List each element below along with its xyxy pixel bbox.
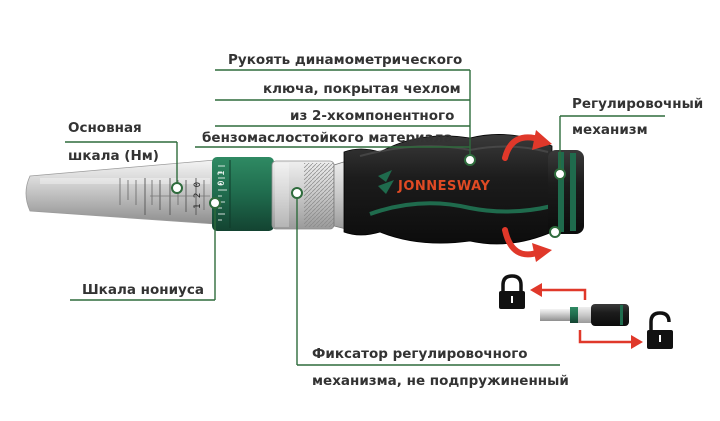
label-handle-line-3: из 2-хкомпонентного [290,108,454,124]
mini-wrench [540,304,629,326]
brand-logo-mark [378,170,394,194]
wrench-tube [25,159,216,225]
label-adjust-line-2: механизм [572,122,648,138]
leader-lines [65,69,665,366]
tube-highlight [40,178,210,184]
grip-wave [369,201,553,216]
label-main-scale-line-2: шкала (Нм) [68,148,159,164]
lock-closed-icon [499,274,525,309]
leader-dots [171,154,566,238]
vernier-digit-1: 1 [217,171,227,176]
lock-diagram [499,274,673,349]
torque-wrench: 1 2 0 0 1 [25,134,584,245]
avito-logo: Avito [609,382,715,412]
rotation-arrow-icon [502,130,552,262]
label-vernier: Шкала нониуса [82,282,204,298]
vernier-ticks [218,165,227,221]
label-main-scale-line-1: Основная [68,120,142,136]
lock-arrow [538,288,587,300]
label-handle: Рукоять динамометрического ключа, покрыт… [202,52,462,146]
label-adjust-line-1: Регулировочный [572,96,703,112]
main-scale-ticks-text: 1 2 0 [193,182,203,209]
lock-open-icon [647,311,673,349]
label-lock: Фиксатор регулировочного механизма, не п… [312,346,569,389]
label-handle-line-1: Рукоять динамометрического [228,52,462,68]
vernier-digit-0: 0 [217,181,227,186]
label-lock-line-1: Фиксатор регулировочного [312,346,528,362]
brand-name: JONNESWAY [397,179,490,194]
end-cap-ring-1 [558,152,564,232]
end-cap-ring-2 [570,153,576,231]
label-lock-line-2: механизма, не подпружиненный [312,373,569,389]
label-adjust: Регулировочный механизм [572,96,703,138]
vernier-ring [212,157,274,231]
unlock-arrow [578,330,634,344]
label-handle-line-2: ключа, покрытая чехлом [263,81,461,97]
watermark-text: Avito [640,382,715,412]
end-cap [548,150,584,234]
label-main-scale: Основная шкала (Нм) [68,120,159,164]
label-handle-line-4: бензомаслостойкого материала [202,130,453,146]
